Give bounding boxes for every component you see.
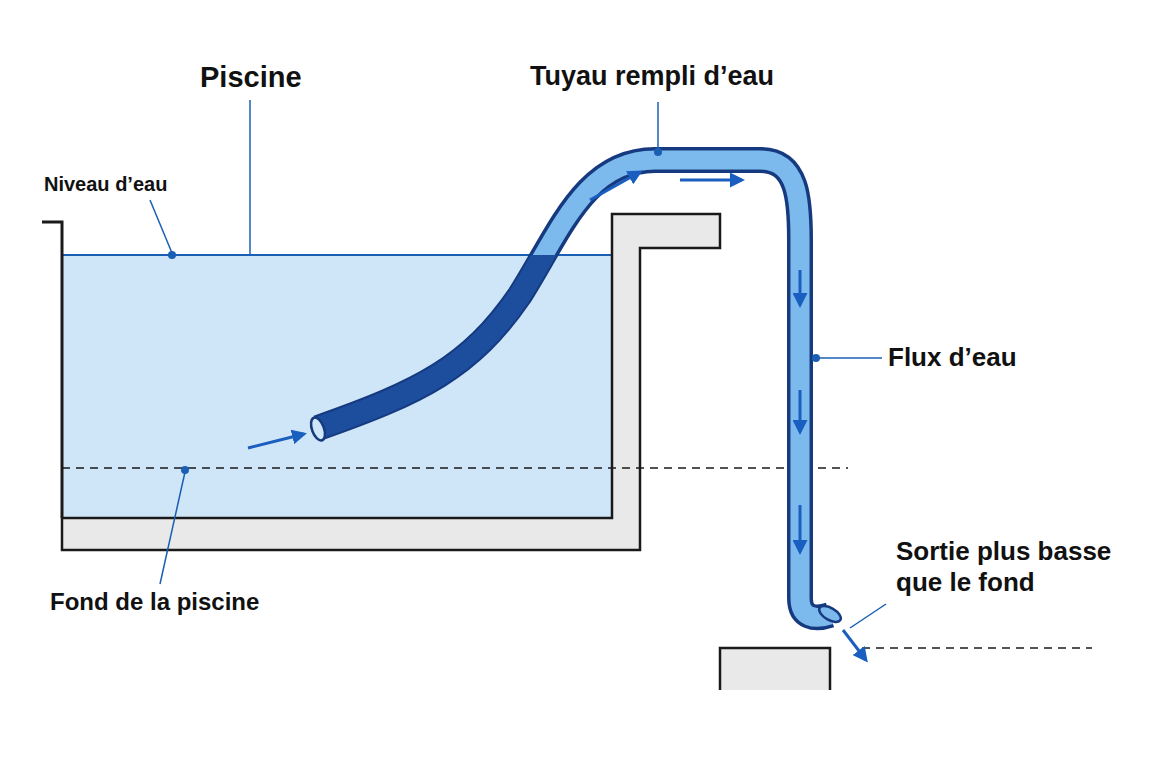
water-level-label: Niveau d’eau [44,172,167,196]
flow-arrow [799,270,802,305]
leader-line [249,100,251,255]
leader-dot [812,354,820,362]
pool-wall [62,214,720,550]
flow-arrow [680,179,742,182]
leader-line [150,200,172,253]
leader-line [818,357,882,359]
flow-arrow [590,172,640,200]
outlet-arrow [843,630,866,660]
inlet-arrow [248,434,304,448]
pool-bottom-label: Fond de la piscine [50,588,259,617]
pool-label: Piscine [200,60,302,95]
bottom-level-line [62,467,848,469]
flow-arrow [799,505,802,552]
outlet-platform [720,648,830,690]
leader-dot [654,148,662,156]
hose-water [318,160,830,617]
pool-left-wall [42,222,62,518]
flow-arrow [799,390,802,432]
leader-dot [168,251,176,259]
hose-label: Tuyau rempli d’eau [530,60,774,92]
hose-outlet [817,603,844,625]
outlet-level-line [862,647,1092,649]
leader-dot [181,466,189,474]
leader-line [657,102,659,150]
outlet-label: Sortie plus basse que le fond [896,536,1136,598]
hose-submerged [318,255,612,428]
flow-label: Flux d’eau [888,342,1017,373]
leader-line [160,472,185,584]
hose-outline [318,160,830,617]
leader-line [850,604,886,628]
hose-inlet [308,416,327,443]
